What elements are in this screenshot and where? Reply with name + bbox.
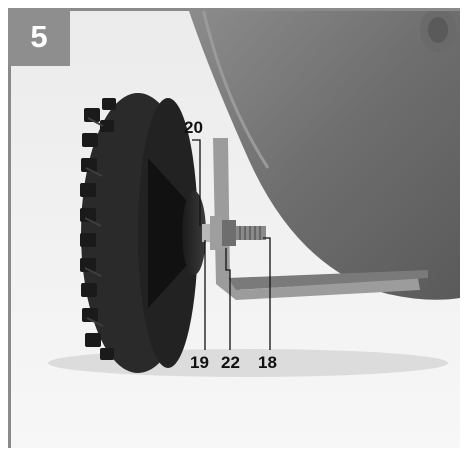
leader-lines [192, 139, 271, 350]
frame-border-left [8, 8, 11, 448]
bolt-threads [239, 226, 261, 240]
callout-22: 22 [221, 353, 240, 372]
tank-highlight [201, 8, 270, 169]
leader-22 [225, 248, 231, 350]
washer-19 [202, 224, 212, 242]
wheel-tread [80, 98, 116, 360]
bolt-18 [236, 226, 266, 240]
figure-frame [8, 8, 460, 448]
assembly-photo [8, 8, 460, 448]
wheel-spokes [148, 158, 198, 308]
leader-18 [263, 237, 271, 350]
axle-plate [210, 216, 222, 250]
leader-20 [192, 139, 201, 226]
tread-lines [84, 117, 104, 327]
tank-body [188, 8, 460, 300]
tank-nozzle-inner [428, 17, 448, 43]
callout-20: 20 [184, 118, 203, 137]
callout-19: 19 [190, 353, 209, 372]
nut-22 [222, 220, 236, 246]
frame-border-top [8, 8, 460, 11]
figure-number-badge: 5 [8, 8, 70, 66]
callout-18: 18 [258, 353, 277, 372]
bracket-rail [228, 270, 428, 290]
